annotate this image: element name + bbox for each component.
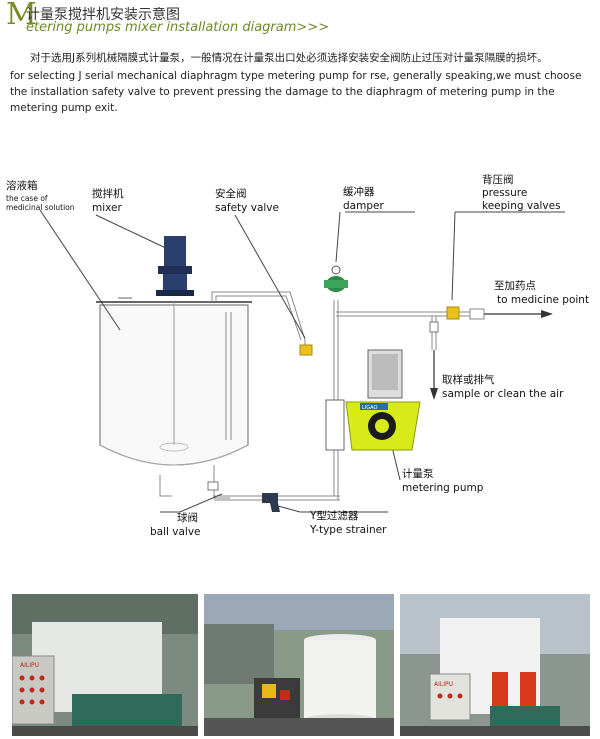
- label-strainer-en: Y-type strainer: [310, 524, 387, 536]
- label-pressure-cn: 背压阀: [482, 174, 514, 186]
- pump-badge: LIGAO: [362, 405, 377, 411]
- photo-installation-1: AILIPU: [12, 594, 198, 736]
- header-arrows: >>>: [296, 20, 330, 35]
- label-safety-en: safety valve: [215, 202, 279, 214]
- return-pipe: [211, 291, 306, 348]
- label-tank-en2: medicinal solution: [6, 203, 75, 212]
- sample-valve-icon: [429, 321, 439, 333]
- label-ball-en: ball valve: [150, 526, 201, 538]
- label-pump-en: metering pump: [402, 482, 484, 494]
- label-damper-en: damper: [343, 200, 384, 212]
- label-pressure-en2: keeping valves: [482, 200, 561, 212]
- label-safety-cn: 安全阀: [215, 188, 247, 200]
- metering-pump-icon: [325, 349, 421, 451]
- label-mixer-en: mixer: [92, 202, 122, 214]
- damper-icon: [324, 265, 348, 292]
- ball-valve-icon: [207, 481, 219, 491]
- y-strainer-icon: [262, 493, 280, 512]
- label-ball-cn: 球阀: [177, 512, 198, 524]
- label-sample-cn: 取样或排气: [442, 374, 495, 386]
- label-damper-cn: 缓冲器: [343, 186, 375, 198]
- photo-installation-2: [204, 594, 394, 736]
- cabinet-badge-2: AILIPU: [434, 681, 453, 688]
- label-pump-cn: 计量泵: [402, 468, 434, 480]
- safety-valve-icon: [299, 344, 313, 356]
- mixer-motor: [156, 236, 194, 296]
- pressure-valve-icon: [446, 306, 460, 320]
- cabinet-badge: AILIPU: [20, 662, 39, 669]
- label-pressure-en1: pressure: [482, 187, 528, 199]
- header-title-en: etering pumps mixer installation diagram…: [26, 20, 330, 35]
- label-sample-en: sample or clean the air: [442, 388, 564, 400]
- outlet-pipe: [159, 475, 172, 497]
- intro-text-en: for selecting J serial mechanical diaphr…: [10, 70, 582, 114]
- label-medpoint-en: to medicine point: [497, 294, 590, 306]
- intro-text-cn: 对于选用J系列机械隔膜式计量泵，一般情况在计量泵出口处必须选择安装安全阀防止过压…: [30, 52, 548, 64]
- label-tank-en1: the case of: [6, 194, 48, 203]
- mixer-impeller: [159, 442, 189, 452]
- label-mixer-cn: 搅拌机: [92, 188, 124, 200]
- header-title-cn: 计量泵搅拌机安装示意图: [26, 7, 180, 23]
- photo-installation-3: AILIPU: [400, 594, 590, 736]
- installation-diagram: LIGAO: [39, 209, 565, 513]
- label-medpoint-cn: 至加药点: [494, 280, 536, 292]
- header-initial-letter: M: [6, 0, 37, 32]
- label-strainer-cn: Y型过滤器: [310, 510, 359, 522]
- label-tank-cn: 溶液箱: [6, 180, 38, 192]
